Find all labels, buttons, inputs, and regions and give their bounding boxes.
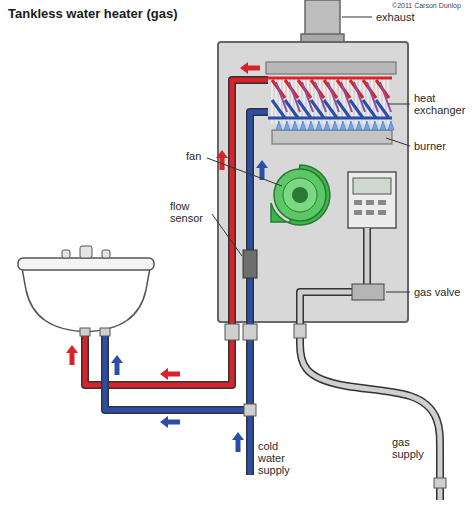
flow-arrow [240, 62, 260, 74]
control-button [354, 200, 362, 205]
part-label: cold water supply [258, 440, 300, 476]
coil-wrap [341, 82, 352, 112]
pipe-fitting [294, 324, 306, 338]
control-button [366, 200, 374, 205]
flow-arrow [160, 416, 180, 428]
gas-pipe [365, 228, 370, 286]
hot-water-pipe-outline [85, 80, 268, 385]
flow-arrow [232, 432, 244, 452]
part-label: exhaust [376, 11, 415, 23]
fan-wheel [274, 169, 326, 221]
sink-rim [18, 258, 154, 270]
control-display [353, 178, 391, 194]
burner-flame [276, 121, 282, 130]
coil-wrap [367, 82, 378, 112]
part-label: gas valve [414, 286, 460, 298]
burner-flame [356, 121, 362, 130]
burner-flame [340, 121, 346, 130]
coil-wrap [289, 82, 300, 112]
control-panel [348, 172, 396, 228]
hot-coil [268, 77, 392, 80]
control-button [366, 210, 374, 215]
burner-bar [272, 130, 392, 144]
flow-arrow [66, 345, 78, 365]
diagram-title: Tankless water heater (gas) [8, 6, 178, 21]
copyright-note: ©2011 Carson Dunlop [392, 2, 461, 10]
burner-flame [316, 121, 322, 130]
flow-arrow [216, 150, 228, 170]
flow-sensor [243, 250, 257, 278]
leader-line [386, 292, 410, 293]
fan-housing [271, 165, 330, 225]
gas-supply-hose [300, 338, 440, 500]
cold-water-pipe [105, 112, 268, 410]
coil-wrap [380, 82, 391, 112]
burner-flame [324, 121, 330, 130]
pipe-fitting [243, 324, 257, 340]
faucet [80, 246, 92, 258]
part-label: heat exchanger [414, 92, 470, 116]
fan-wheel [283, 178, 317, 212]
burner-flame [372, 121, 378, 130]
faucet-handle [102, 250, 110, 258]
exchanger-hood [266, 62, 396, 74]
gas-supply-hose-outline [300, 338, 440, 500]
coil-wrap [328, 82, 339, 112]
flow-arrow [160, 368, 180, 380]
burner-flame [284, 121, 290, 130]
cold-water-supply-pipe-outline [246, 410, 254, 475]
part-label: flow sensor [170, 200, 210, 224]
burner-flame [292, 121, 298, 130]
pipe-fitting [225, 324, 239, 340]
leader-line [207, 158, 282, 186]
coil-wrap [315, 82, 326, 112]
tee-fitting [244, 404, 256, 416]
gas-valve [352, 284, 384, 300]
gas-pipe-outline [363, 228, 371, 286]
burner-flame [308, 121, 314, 130]
pipe-fitting [80, 328, 90, 336]
burner-flame [348, 121, 354, 130]
burner-flame [332, 121, 338, 130]
burner-flame [364, 121, 370, 130]
gas-pipe-outline [300, 292, 352, 340]
sink-basin [22, 268, 150, 332]
faucet-handle [62, 250, 70, 258]
flow-arrow [111, 355, 123, 375]
leader-line [388, 104, 410, 105]
control-button [378, 200, 386, 205]
burner-flame [380, 121, 386, 130]
burner-flame [388, 121, 394, 130]
coil-wrap [302, 82, 313, 112]
burner-flame [300, 121, 306, 130]
part-label: burner [414, 140, 446, 152]
control-button [378, 210, 386, 215]
pipe-fitting [100, 328, 110, 336]
part-label: gas supply [392, 436, 432, 460]
cold-coil [268, 117, 392, 120]
control-button [354, 210, 362, 215]
coil-wrap [354, 82, 365, 112]
leader-line [212, 214, 242, 256]
cold-water-pipe-outline [105, 112, 268, 410]
hot-water-pipe [85, 80, 268, 385]
coil-wrap [276, 82, 287, 112]
pipe-fitting [434, 478, 446, 488]
fan-hub [292, 187, 308, 203]
part-label: fan [186, 150, 201, 162]
cold-water-supply-pipe [248, 410, 253, 475]
gas-pipe [300, 292, 352, 340]
leader-line [386, 138, 410, 146]
leader-line [342, 17, 372, 18]
